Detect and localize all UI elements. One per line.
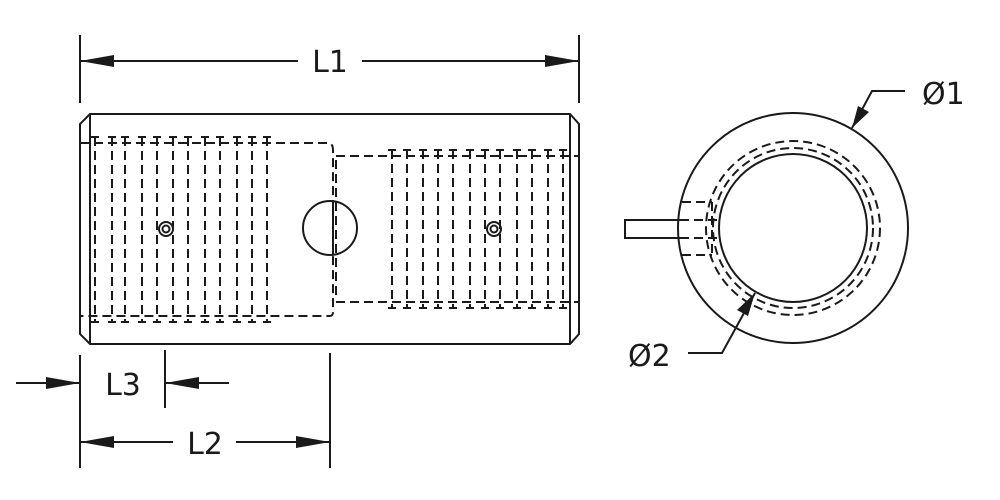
- set-screw-right: [486, 221, 502, 237]
- dimension-label-d1: Ø1: [922, 77, 965, 112]
- thread-mark: [449, 149, 474, 309]
- dimension-label-l1: L1: [312, 45, 348, 80]
- dimension-l3: L3: [16, 350, 229, 468]
- dimension-l1: L1: [79, 35, 580, 103]
- thread-mark: [121, 136, 146, 323]
- dimension-label-l3: L3: [105, 368, 141, 403]
- thread-mark: [216, 136, 241, 323]
- pin: [624, 219, 680, 239]
- side-view: [79, 113, 580, 345]
- thread-mark: [184, 136, 209, 323]
- leader-diameter-1: Ø1: [851, 77, 965, 129]
- thread-mark: [419, 149, 442, 309]
- inner-diameter: [718, 153, 868, 303]
- cross-hole: [302, 200, 358, 256]
- thread-mark: [513, 149, 536, 309]
- leader-diameter-2: Ø2: [628, 292, 756, 374]
- thread-mark: [544, 149, 567, 309]
- dimension-label-d2: Ø2: [628, 339, 671, 374]
- dimension-l2: L2: [80, 353, 331, 468]
- end-view: [624, 112, 909, 344]
- set-screw-left: [158, 221, 174, 237]
- thread-mark: [91, 136, 116, 323]
- thread-mark: [388, 149, 411, 309]
- thread-mark: [248, 136, 271, 323]
- dimension-label-l2: L2: [187, 427, 223, 462]
- thread-lines: [91, 136, 567, 323]
- outer-diameter: [677, 112, 909, 344]
